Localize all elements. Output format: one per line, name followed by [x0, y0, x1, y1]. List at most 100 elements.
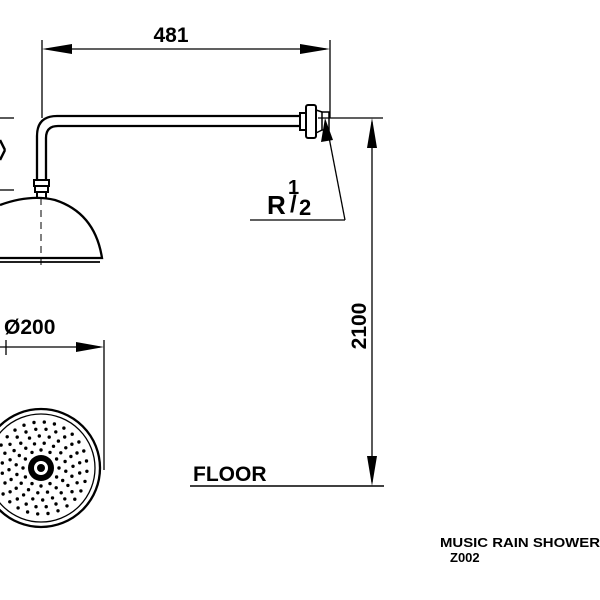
nozzle-pattern	[0, 420, 89, 516]
shower-head-side	[0, 196, 104, 270]
shower-arm	[33, 104, 330, 198]
nozzle-dot	[63, 459, 67, 464]
nozzle-dot	[57, 466, 61, 470]
nozzle-dot	[7, 468, 11, 472]
nozzle-dot	[39, 484, 43, 488]
nozzle-dot	[0, 443, 3, 447]
nozzle-dot	[23, 457, 28, 461]
nozzle-dot	[54, 457, 59, 461]
nozzle-dot	[54, 502, 58, 506]
nozzle-dot	[42, 441, 46, 445]
nozzle-dot	[27, 436, 32, 440]
nozzle-dot	[78, 461, 82, 465]
nozzle-dot	[64, 446, 68, 450]
nozzle-dot	[75, 451, 79, 455]
nozzle-dot	[26, 488, 31, 492]
nozzle-dot	[71, 464, 75, 468]
nozzle-dot	[30, 481, 34, 486]
nozzle-dot	[44, 427, 48, 431]
thread-denominator: 2	[299, 195, 311, 220]
nozzle-dot	[3, 451, 7, 455]
thread-slash: /	[290, 191, 297, 218]
nozzle-dot	[36, 491, 40, 495]
nozzle-dot	[8, 442, 12, 446]
nozzle-dot	[65, 504, 69, 508]
nozzle-dot	[36, 512, 40, 516]
nozzle-dot	[9, 477, 13, 482]
nozzle-dot	[17, 453, 21, 458]
nozzle-dot	[62, 435, 67, 439]
nozzle-dot	[70, 442, 74, 446]
nozzle-dot	[5, 435, 9, 439]
nozzle-dot	[63, 497, 67, 501]
nozzle-dot	[77, 440, 81, 444]
nozzle-dot	[54, 486, 58, 490]
nozzle-dot	[31, 497, 35, 501]
nozzle-dot	[54, 475, 59, 479]
nozzle-dot	[13, 428, 17, 432]
nozzle-dot	[3, 481, 7, 485]
height-label: 2100	[348, 303, 371, 350]
diameter-label: Ø200	[4, 316, 55, 339]
nozzle-dot	[69, 454, 73, 459]
title-block: MUSIC RAIN SHOWER Z002	[440, 535, 600, 565]
nozzle-dot	[32, 442, 37, 446]
nozzle-dot	[15, 435, 19, 439]
nozzle-dot	[59, 451, 63, 455]
nozzle-dot	[19, 481, 23, 485]
shower-head-bottom	[0, 407, 102, 529]
nozzle-dot	[51, 444, 56, 448]
nozzle-dot	[62, 426, 66, 430]
nozzle-dot	[47, 435, 51, 439]
nozzle-dot	[24, 446, 28, 450]
nozzle-dot	[48, 450, 52, 455]
thread-spec: R 1 / 2	[250, 118, 346, 221]
nozzle-dot	[79, 489, 83, 493]
nozzle-dot	[14, 463, 18, 467]
arm-length-label: 481	[153, 24, 188, 47]
floor-label: FLOOR	[193, 463, 267, 486]
nozzle-dot	[8, 458, 12, 462]
nozzle-dot	[75, 481, 79, 485]
nozzle-dot	[70, 432, 74, 436]
thread-numerator: 1	[288, 177, 299, 199]
nozzle-dot	[21, 466, 25, 470]
nozzle-dot	[24, 430, 28, 434]
arm-length-dimension: 481	[41, 24, 331, 118]
nozzle-dot	[54, 430, 58, 434]
nozzle-dot	[42, 420, 46, 424]
nozzle-dot	[46, 511, 50, 516]
nozzle-dot	[15, 497, 19, 501]
nozzle-dot	[70, 474, 74, 478]
nozzle-dot	[50, 496, 55, 500]
nozzle-dot	[1, 492, 5, 496]
nozzle-dot	[0, 471, 4, 475]
nozzle-dot	[39, 448, 43, 452]
nozzle-dot	[48, 481, 52, 486]
nozzle-dot	[56, 439, 61, 443]
nozzle-dot	[44, 505, 48, 509]
nozzle-dot	[14, 486, 18, 490]
diameter-dimension: Ø200	[0, 316, 105, 470]
nozzle-dot	[56, 509, 60, 513]
nozzle-dot	[73, 497, 77, 501]
thread-r-label: R	[267, 190, 286, 220]
nozzle-dot	[84, 459, 89, 463]
nozzle-dot	[22, 423, 26, 427]
left-dimension-fragment	[0, 117, 14, 191]
nozzle-dot	[19, 441, 23, 445]
nozzle-dot	[64, 469, 68, 473]
nozzle-dot	[70, 490, 74, 494]
nozzle-dot	[23, 475, 28, 479]
nozzle-dot	[32, 420, 36, 425]
nozzle-dot	[45, 490, 50, 494]
product-name: MUSIC RAIN SHOWER	[440, 535, 600, 550]
nozzle-dot	[61, 478, 65, 483]
nozzle-dot	[0, 461, 4, 465]
nozzle-dot	[41, 498, 45, 502]
nozzle-dot	[21, 493, 26, 497]
nozzle-dot	[24, 502, 28, 506]
nozzle-dot	[34, 505, 38, 509]
nozzle-dot	[83, 479, 87, 484]
